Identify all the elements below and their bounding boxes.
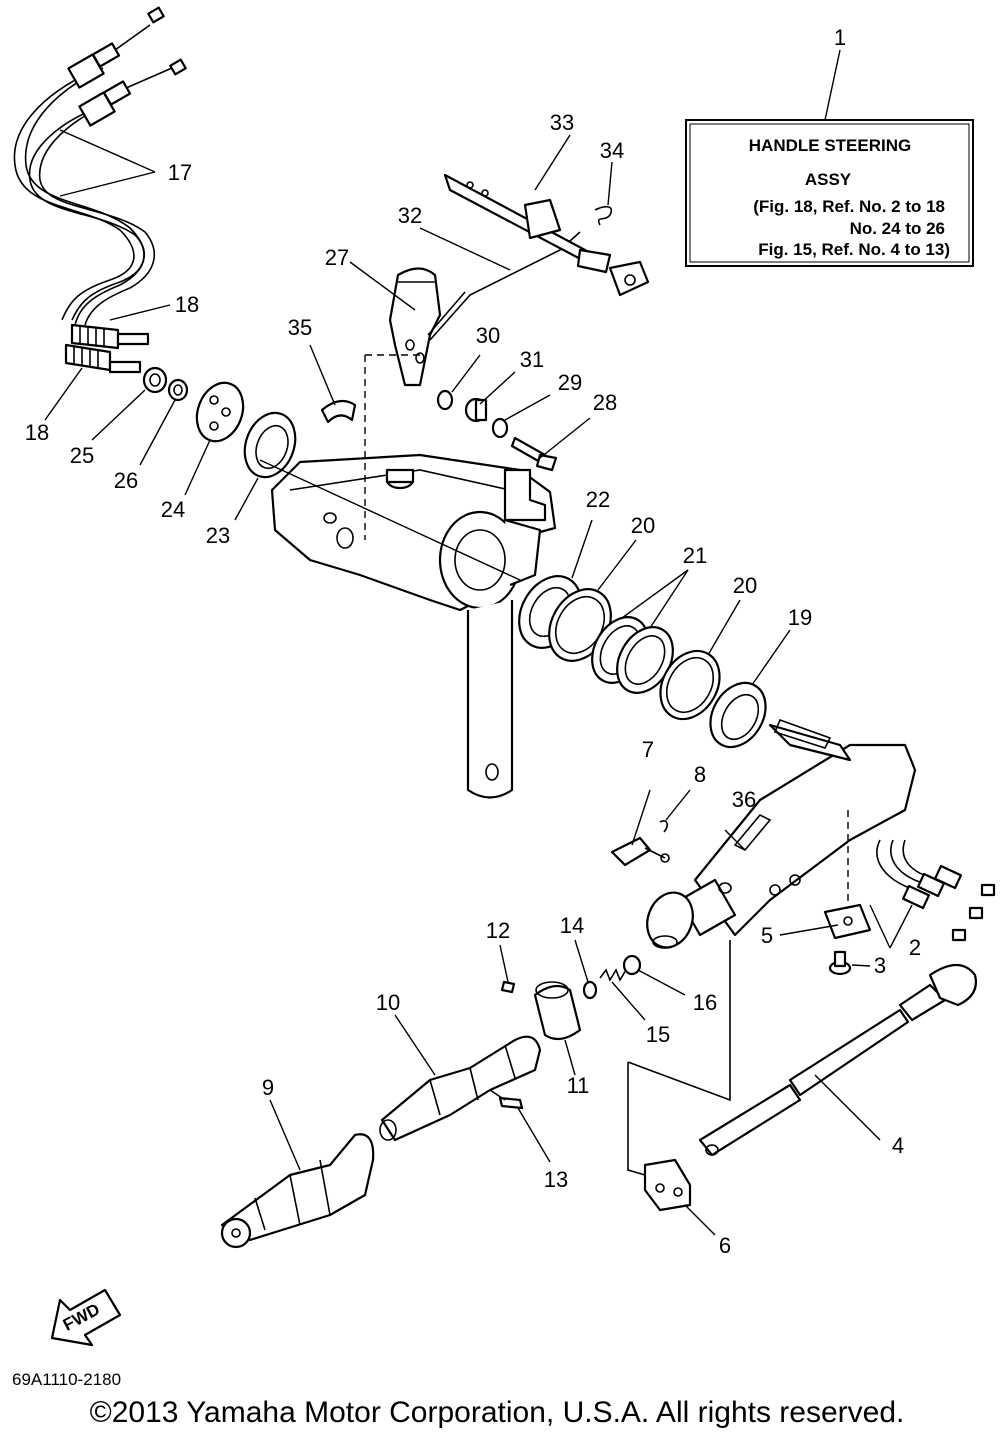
sleeve-11 xyxy=(533,981,582,1041)
screw-3 xyxy=(828,950,852,976)
box-line-5: Fig. 15, Ref. No. 4 to 13) xyxy=(758,240,950,259)
callout-7: 7 xyxy=(642,737,654,762)
callout-24: 24 xyxy=(161,497,185,522)
callout-33: 33 xyxy=(550,110,574,135)
diagram-code: 69A1110-2180 xyxy=(12,1370,121,1389)
screw-13 xyxy=(489,1089,524,1110)
callout-13: 13 xyxy=(544,1167,568,1192)
callout-20-lower: 20 xyxy=(733,573,757,598)
callout-30: 30 xyxy=(476,323,500,348)
cable-joint-6 xyxy=(643,1158,692,1212)
plate-5 xyxy=(823,903,872,940)
friction-knob-7 xyxy=(610,836,670,867)
callout-36: 36 xyxy=(732,787,756,812)
grip-9 xyxy=(220,1133,375,1249)
callout-35: 35 xyxy=(288,315,312,340)
callout-18-lower: 18 xyxy=(25,420,49,445)
bolt-28 xyxy=(510,436,558,472)
steering-handle-2 xyxy=(646,718,917,949)
callout-2: 2 xyxy=(909,935,921,960)
callout-6: 6 xyxy=(719,1233,731,1258)
callout-3: 3 xyxy=(874,953,886,978)
callout-1: 1 xyxy=(834,25,846,50)
cable-end-upper xyxy=(70,323,150,350)
callout-27: 27 xyxy=(325,245,349,270)
throttle-cables xyxy=(13,6,187,374)
callout-8: 8 xyxy=(694,762,706,787)
box-line-3: (Fig. 18, Ref. No. 2 to 18 xyxy=(753,197,945,216)
screw-12 xyxy=(500,980,516,994)
collar-26 xyxy=(167,378,189,402)
callout-23: 23 xyxy=(206,523,230,548)
callout-5: 5 xyxy=(761,923,773,948)
callout-16: 16 xyxy=(693,990,717,1015)
throttle-shaft-4 xyxy=(698,963,977,1157)
throttle-shaft-33 xyxy=(443,173,650,297)
callout-18-upper: 18 xyxy=(175,292,199,317)
callout-labels: 1 2 3 4 5 6 7 8 9 10 11 12 13 14 15 16 1… xyxy=(25,25,921,1258)
fwd-arrow: FWD xyxy=(50,1288,122,1347)
callout-34: 34 xyxy=(600,138,624,163)
box-line-1: HANDLE STEERING xyxy=(749,136,911,155)
copyright-notice: ©2013 Yamaha Motor Corporation, U.S.A. A… xyxy=(90,1396,905,1429)
callout-32: 32 xyxy=(398,203,422,228)
throttle-grip-10 xyxy=(379,1035,542,1142)
callout-20-upper: 20 xyxy=(631,513,655,538)
nut-25 xyxy=(142,366,168,394)
cable-end-lower xyxy=(64,343,142,374)
callout-26: 26 xyxy=(114,468,138,493)
callout-15: 15 xyxy=(646,1022,670,1047)
spring-15 xyxy=(599,968,627,982)
callout-25: 25 xyxy=(70,443,94,468)
box-line-4: No. 24 to 26 xyxy=(850,219,945,238)
grommet-24 xyxy=(195,381,245,443)
callout-12: 12 xyxy=(486,918,510,943)
callout-29: 29 xyxy=(558,370,582,395)
handle-cables-2 xyxy=(876,839,996,942)
callout-28: 28 xyxy=(593,390,617,415)
seal-19 xyxy=(709,681,767,749)
callout-11: 11 xyxy=(567,1073,590,1098)
washer-16 xyxy=(622,954,642,976)
callout-17: 17 xyxy=(168,160,192,185)
throttle-lever-27 xyxy=(388,267,442,387)
box-line-2: ASSY xyxy=(805,170,852,189)
callout-10: 10 xyxy=(376,990,400,1015)
washer-29 xyxy=(491,417,509,439)
collar-31 xyxy=(464,397,488,423)
callout-21: 21 xyxy=(683,543,707,568)
rings-21 xyxy=(591,616,674,694)
callout-4: 4 xyxy=(892,1133,904,1158)
handle-steering-assy-box: HANDLE STEERING ASSY (Fig. 18, Ref. No. … xyxy=(685,119,974,267)
callout-22: 22 xyxy=(586,487,610,512)
callout-31: 31 xyxy=(520,347,544,372)
washer-14 xyxy=(582,980,598,1000)
seal-23 xyxy=(243,411,297,479)
steering-bracket xyxy=(270,453,557,799)
clip-35 xyxy=(320,399,357,424)
callout-9: 9 xyxy=(262,1075,274,1100)
callout-19: 19 xyxy=(788,605,812,630)
washer-30 xyxy=(436,389,454,411)
callout-14: 14 xyxy=(560,913,584,938)
